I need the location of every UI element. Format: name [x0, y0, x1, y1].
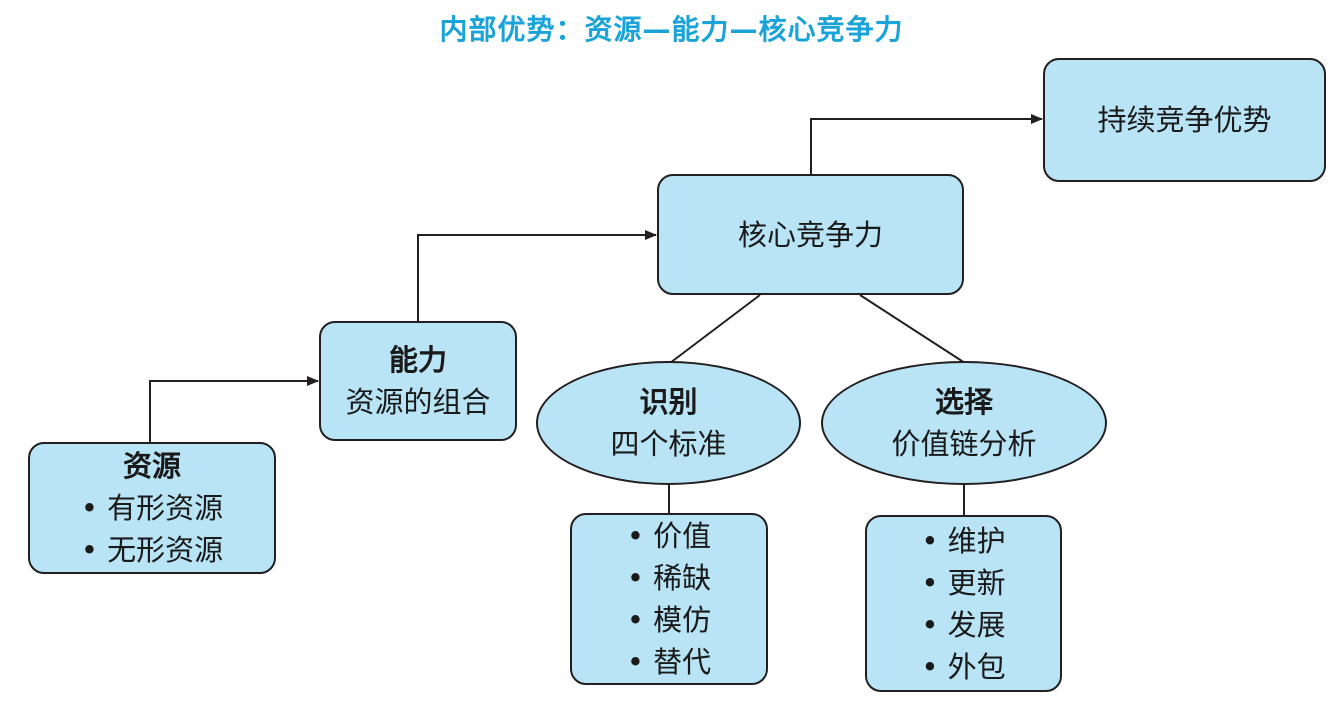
- resources-list: 有形资源 无形资源: [81, 487, 223, 571]
- line-core-to-select: [859, 294, 966, 364]
- select-subtitle: 价值链分析: [891, 427, 1037, 461]
- arrow-capability-to-core: [417, 230, 657, 321]
- criteria-item: 替代: [627, 641, 711, 683]
- line-core-to-identify: [669, 294, 761, 364]
- criteria-item: 价值: [627, 515, 711, 557]
- identify-subtitle: 四个标准: [610, 427, 727, 461]
- select-heading: 选择: [934, 385, 993, 419]
- select-ellipse: 选择 价值链分析: [821, 361, 1107, 485]
- capability-subtitle: 资源的组合: [345, 385, 491, 419]
- criteria-box: 价值 稀缺 模仿 替代: [570, 513, 768, 685]
- resources-item: 无形资源: [81, 529, 223, 571]
- sustained-advantage-box: 持续竞争优势: [1043, 58, 1326, 182]
- diagram-title: 内部优势：资源—能力—核心竞争力: [439, 13, 904, 46]
- criteria-item: 模仿: [627, 599, 711, 641]
- identify-heading: 识别: [639, 385, 698, 419]
- criteria-list: 价值 稀缺 模仿 替代: [627, 515, 711, 683]
- actions-list: 维护 更新 发展 外包: [921, 520, 1006, 688]
- capability-box: 能力 资源的组合: [319, 321, 517, 441]
- resources-item: 有形资源: [81, 487, 223, 529]
- resources-heading: 资源: [122, 449, 181, 483]
- capability-heading: 能力: [388, 343, 447, 377]
- actions-item: 更新: [921, 562, 1006, 604]
- resources-box: 资源 有形资源 无形资源: [28, 442, 276, 574]
- arrow-resources-to-capability: [149, 376, 319, 442]
- criteria-item: 稀缺: [627, 557, 711, 599]
- identify-ellipse: 识别 四个标准: [536, 361, 801, 485]
- core-competence-box: 核心竞争力: [657, 174, 964, 295]
- actions-item: 外包: [921, 646, 1006, 688]
- arrow-core-to-advantage: [810, 114, 1043, 174]
- core-competence-label: 核心竞争力: [737, 217, 883, 252]
- actions-item: 发展: [921, 604, 1006, 646]
- actions-box: 维护 更新 发展 外包: [865, 515, 1062, 692]
- sustained-advantage-label: 持续竞争优势: [1097, 103, 1272, 137]
- actions-item: 维护: [921, 520, 1006, 562]
